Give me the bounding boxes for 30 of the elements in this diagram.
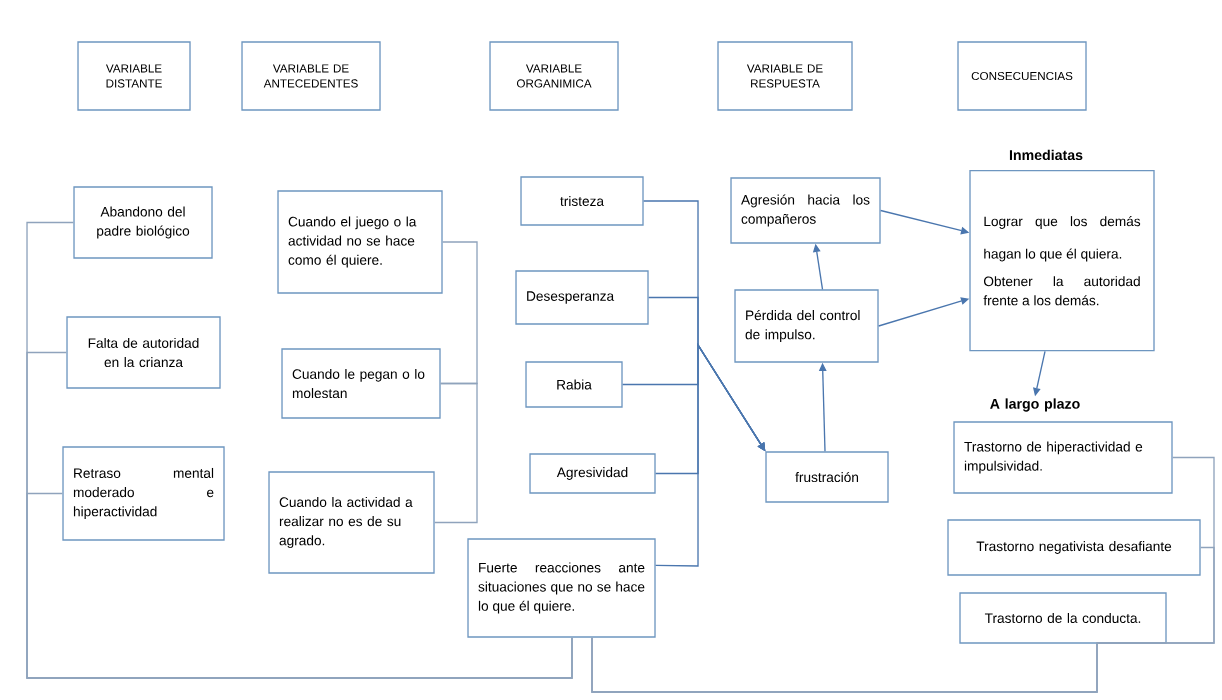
connector-line [26,492,573,679]
heading: A largo plazo [990,398,1080,412]
consequence-box: Trastorno de la conducta. [959,592,1167,644]
emotion-box: tristeza [520,176,644,226]
title-box: CONSECUENCIAS [957,41,1087,111]
cause-box: Falta de autoridad en la crianza [66,316,221,389]
antecedent-box: Cuando la actividad a realizar no es de su agrado. [268,471,435,574]
consequence-box: Lograr que los demás hagan lo que él quiera. Obtener la autoridad frente a los demás. [969,170,1155,352]
title-box: VARIABLE DISTANTE [77,41,191,111]
title-box: VARIABLE DE ANTECEDENTES [241,41,381,111]
connector-line [591,637,1098,693]
antecedent-box: Cuando el juego o la actividad no se hace como él quiere. [277,190,443,294]
response-box: Agresión hacia los compañeros [730,177,881,244]
emotion-box: Agresividad [529,453,656,494]
emotion-box: Rabia [525,361,623,408]
antecedent-box: Cuando le pegan o lo molestan [281,348,441,419]
connector-line [440,241,478,385]
heading: Inmediatas [1009,149,1083,161]
response-box: frustración [765,451,889,503]
title-box: VARIABLE DE RESPUESTA [717,41,853,111]
consequence-box: Trastorno negativista desafiante [947,519,1201,576]
cause-box: Abandono del padre biológico [73,186,213,259]
consequence-box: Trastorno de hiperactividad e impulsividad. [953,421,1173,494]
arrow [655,342,766,567]
emotion-box: Fuerte reacciones ante situaciones que no se hace lo que él quiere. [467,538,656,638]
connector-line [434,382,478,524]
emotion-box: Desesperanza [515,270,649,325]
title-box: VARIABLE ORGANIMICA [489,41,619,111]
cause-box: Retraso mental moderado e hiperactividad [62,446,225,541]
response-box: Pérdida del control de impulso. [734,289,879,363]
